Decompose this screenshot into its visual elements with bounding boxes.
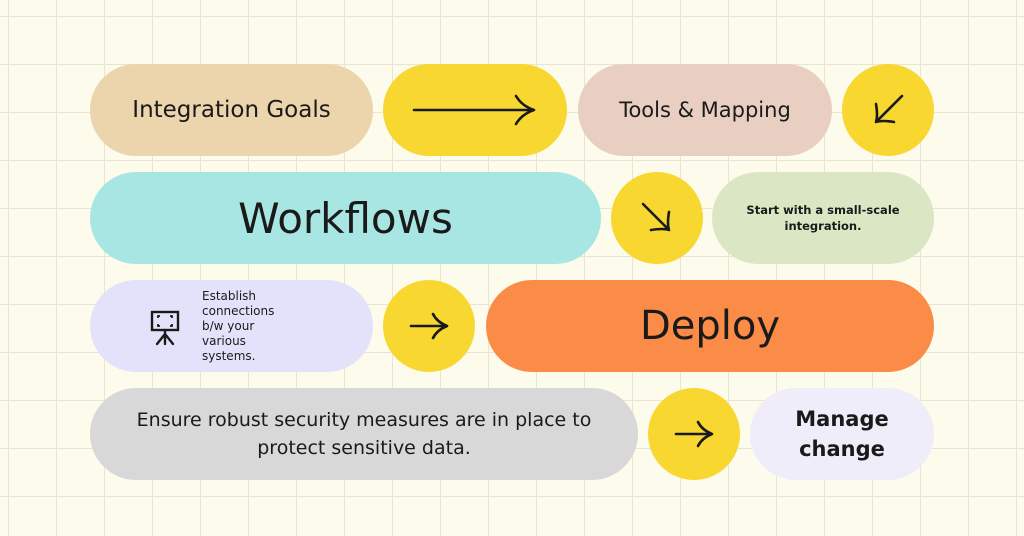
- arrow-right-icon: [409, 312, 449, 340]
- arrow-connector-1: [383, 64, 567, 156]
- security-label: Ensure robust security measures are in p…: [136, 409, 592, 459]
- arrow-connector-2: [842, 64, 934, 156]
- arrow-right-icon: [674, 420, 714, 448]
- integration-goals-label: Integration Goals: [132, 97, 331, 123]
- security-pill: Ensure robust security measures are in p…: [90, 388, 638, 480]
- arrow-down-left-icon: [874, 94, 904, 124]
- manage-change-label: Manage change: [795, 407, 889, 461]
- integration-goals-pill: Integration Goals: [90, 64, 373, 156]
- arrow-connector-3: [611, 172, 703, 264]
- arrow-connector-5: [648, 388, 740, 480]
- small-scale-label: Start with a small-scale integration.: [746, 203, 900, 233]
- arrow-connector-4: [383, 280, 475, 372]
- workflows-label: Workflows: [238, 193, 453, 243]
- tools-mapping-pill: Tools & Mapping: [578, 64, 832, 156]
- tools-mapping-label: Tools & Mapping: [619, 98, 791, 122]
- arrow-down-right-icon: [641, 202, 671, 232]
- presentation-board-icon: [150, 310, 180, 346]
- deploy-label: Deploy: [639, 303, 781, 349]
- workflows-pill: Workflows: [90, 172, 601, 264]
- manage-change-pill: Manage change: [750, 388, 934, 480]
- establish-connections-pill: Establish connections b/w your various s…: [90, 280, 373, 372]
- establish-connections-label: Establish connections b/w your various s…: [202, 288, 275, 363]
- deploy-pill: Deploy: [486, 280, 934, 372]
- arrow-right-long-icon: [412, 94, 536, 126]
- small-scale-pill: Start with a small-scale integration.: [712, 172, 934, 264]
